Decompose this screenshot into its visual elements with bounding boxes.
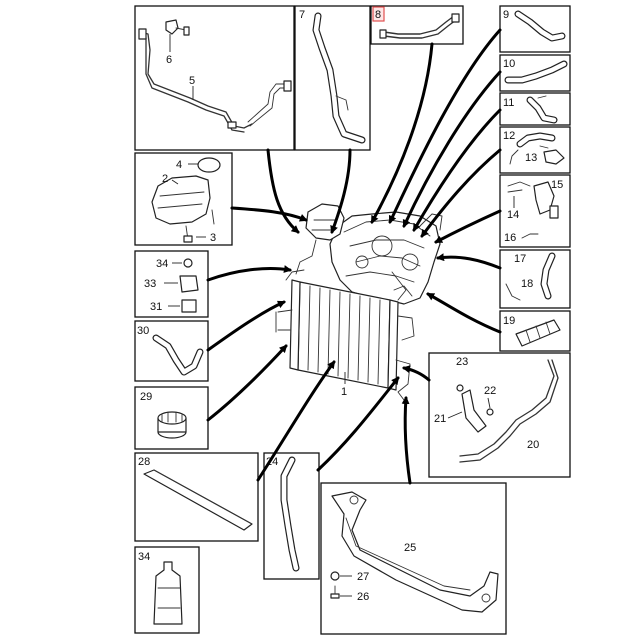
callout-22: 22 — [484, 385, 496, 397]
callout-5: 5 — [189, 75, 195, 87]
callout-16: 16 — [504, 232, 516, 244]
callout-1: 1 — [341, 386, 347, 398]
engine-assembly — [329, 211, 443, 305]
hose-12 — [509, 132, 565, 165]
subframe-25 — [331, 491, 499, 613]
callout-17: 17 — [514, 253, 526, 265]
callout-34b: 34 — [138, 551, 150, 563]
hose-17 — [505, 252, 556, 301]
bolts-26-27 — [330, 571, 352, 599]
callout-8-highlight[interactable] — [372, 6, 385, 22]
callout-27: 27 — [357, 571, 369, 583]
callout-31: 31 — [150, 301, 162, 313]
hose-7 — [312, 12, 366, 144]
hose-line-5 — [138, 28, 292, 133]
hose-9 — [514, 10, 566, 42]
callout-26: 26 — [357, 591, 369, 603]
hose-19 — [515, 319, 561, 347]
clip-parts-31-34 — [164, 258, 199, 313]
callout-13: 13 — [525, 152, 537, 164]
callout-21: 21 — [434, 413, 446, 425]
part-box-5-6 — [134, 5, 295, 151]
callout-2: 2 — [162, 173, 168, 185]
hose-10 — [504, 60, 568, 84]
expansion-tank-2 — [151, 175, 211, 225]
part-box-20-23 — [428, 352, 571, 478]
callout-4: 4 — [176, 159, 182, 171]
foam-strip-28 — [143, 469, 253, 531]
coolant-bottle-34 — [153, 561, 183, 625]
cap-4 — [197, 157, 221, 173]
hose-20 — [459, 359, 559, 463]
radiator — [275, 269, 415, 401]
callout-25: 25 — [404, 542, 416, 554]
callout-3: 3 — [210, 232, 216, 244]
callout-9: 9 — [503, 9, 509, 21]
callout-19: 19 — [503, 315, 515, 327]
callout-34a: 34 — [156, 258, 168, 270]
bracket-21-22 — [447, 384, 494, 433]
callout-28: 28 — [138, 456, 150, 468]
hose-24 — [280, 456, 300, 572]
part-box-17-18 — [499, 249, 571, 309]
hose-30 — [152, 334, 204, 376]
callout-10: 10 — [503, 58, 515, 70]
bracket-15 — [507, 181, 559, 219]
callout-14: 14 — [507, 209, 519, 221]
plug-29 — [157, 411, 187, 439]
callout-15: 15 — [551, 179, 563, 191]
pointer-arrows — [206, 28, 502, 485]
callout-30: 30 — [137, 325, 149, 337]
hose-11 — [526, 95, 558, 124]
callout-11: 11 — [503, 97, 514, 109]
callout-18: 18 — [521, 278, 533, 290]
callout-12: 12 — [503, 130, 515, 142]
callout-8[interactable]: 8 — [375, 9, 381, 21]
callout-6: 6 — [166, 54, 172, 66]
callout-29: 29 — [140, 391, 152, 403]
callout-20: 20 — [527, 439, 539, 451]
callout-7: 7 — [299, 9, 305, 21]
callout-33: 33 — [144, 278, 156, 290]
callout-23: 23 — [456, 356, 468, 368]
hose-8 — [379, 13, 460, 39]
bleed-screw-6 — [165, 19, 190, 36]
sensor-3 — [183, 209, 215, 243]
